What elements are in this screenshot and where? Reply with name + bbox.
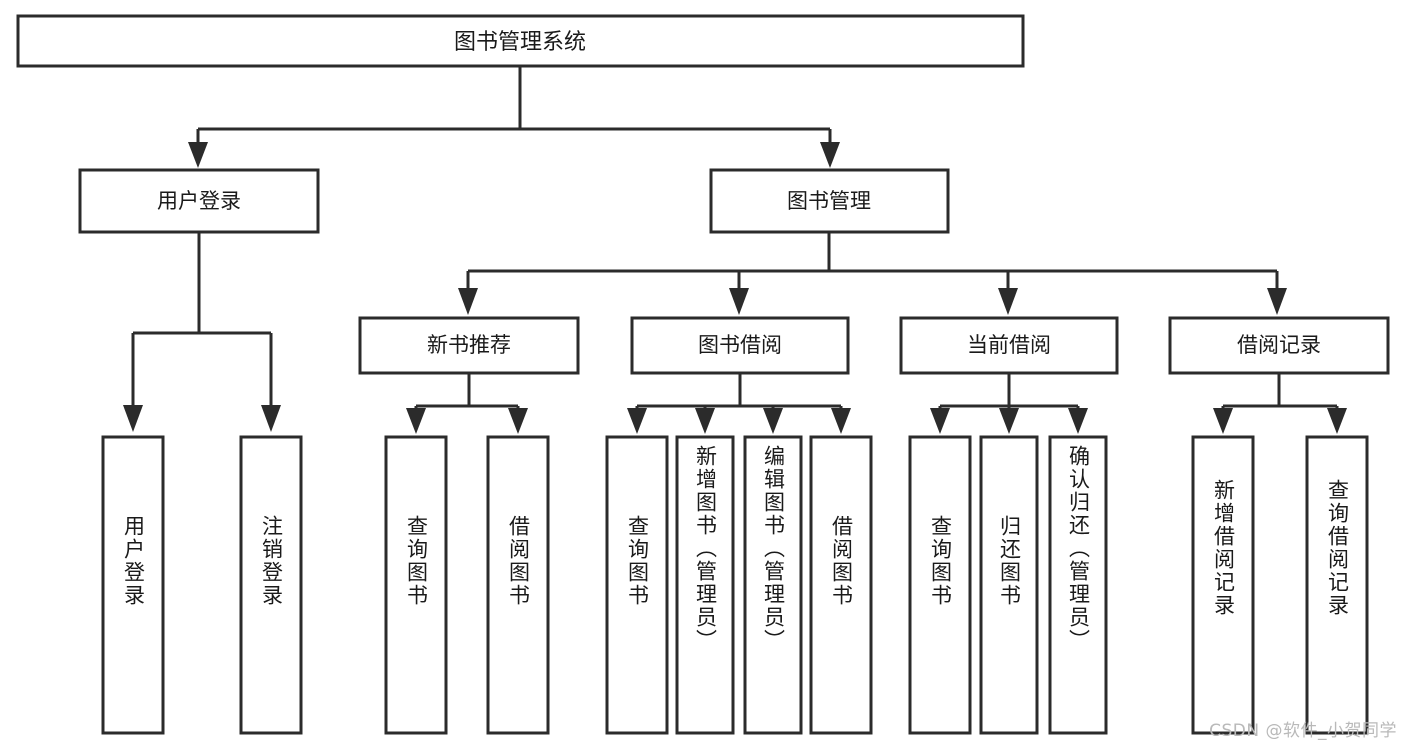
node-current-borrow[interactable]: 当前借阅 — [899, 316, 1119, 375]
arrow-head-level3-2 — [998, 288, 1018, 315]
node-root-label: 图书管理系统 — [454, 30, 586, 55]
leaf-box-recommend-1[interactable] — [486, 435, 550, 735]
arrow-head-borrow-0 — [627, 408, 647, 434]
leaf-box-record-0[interactable] — [1191, 435, 1255, 735]
arrow-head-record-1 — [1327, 408, 1347, 434]
arrow-head-userlogin-0 — [123, 405, 143, 432]
node-current-borrow-label: 当前借阅 — [967, 333, 1051, 357]
node-new-book-recommend[interactable]: 新书推荐 — [358, 316, 580, 375]
node-book-borrow[interactable]: 图书借阅 — [630, 316, 850, 375]
leaf-box-borrow-0[interactable] — [605, 435, 669, 735]
leaf-box-borrow-1[interactable] — [675, 435, 735, 735]
leaf-box-recommend-0[interactable] — [384, 435, 448, 735]
node-user-login-label: 用户登录 — [157, 189, 241, 213]
node-book-management-label: 图书管理 — [787, 189, 871, 213]
leaf-box-current-0[interactable] — [908, 435, 972, 735]
leaf-box-current-1[interactable] — [979, 435, 1039, 735]
arrow-head-level3-0 — [458, 288, 478, 315]
leaf-box-record-1[interactable] — [1305, 435, 1369, 735]
node-user-login[interactable]: 用户登录 — [78, 168, 320, 234]
arrow-head-level3-3 — [1267, 288, 1287, 315]
arrow-head-current-0 — [930, 408, 950, 434]
node-book-borrow-box — [630, 316, 850, 375]
node-book-borrow-label: 图书借阅 — [698, 333, 782, 357]
arrow-head-level2-1 — [820, 142, 840, 168]
node-new-book-recommend-label: 新书推荐 — [427, 333, 511, 357]
arrow-head-userlogin-1 — [261, 405, 281, 432]
arrow-head-borrow-2 — [763, 408, 783, 434]
node-borrow-record-label: 借阅记录 — [1237, 333, 1321, 357]
node-current-borrow-box — [899, 316, 1119, 375]
node-borrow-record-box — [1168, 316, 1390, 375]
arrow-head-borrow-1 — [695, 408, 715, 434]
arrow-head-current-1 — [999, 408, 1019, 434]
leaf-box-user-login-0[interactable] — [101, 435, 165, 735]
node-book-management[interactable]: 图书管理 — [709, 168, 950, 234]
leaf-box-borrow-3[interactable] — [809, 435, 873, 735]
node-new-book-recommend-box — [358, 316, 580, 375]
leaf-box-user-login-1[interactable] — [239, 435, 303, 735]
csdn-watermark: CSDN @软件_小贺同学 — [1209, 721, 1397, 741]
arrow-head-recommend-1 — [508, 408, 528, 434]
node-root-book-management-system[interactable]: 图书管理系统 — [16, 14, 1025, 68]
arrow-head-level3-1 — [729, 288, 749, 315]
node-book-management-box — [709, 168, 950, 234]
arrow-head-borrow-3 — [831, 408, 851, 434]
node-borrow-record[interactable]: 借阅记录 — [1168, 316, 1390, 375]
arrow-head-record-0 — [1213, 408, 1233, 434]
node-root-box — [16, 14, 1025, 68]
leaf-box-borrow-2[interactable] — [743, 435, 803, 735]
arrow-head-level2-0 — [188, 142, 208, 168]
leaf-box-current-2[interactable] — [1048, 435, 1108, 735]
arrow-head-recommend-0 — [406, 408, 426, 434]
arrow-head-current-2 — [1068, 408, 1088, 434]
